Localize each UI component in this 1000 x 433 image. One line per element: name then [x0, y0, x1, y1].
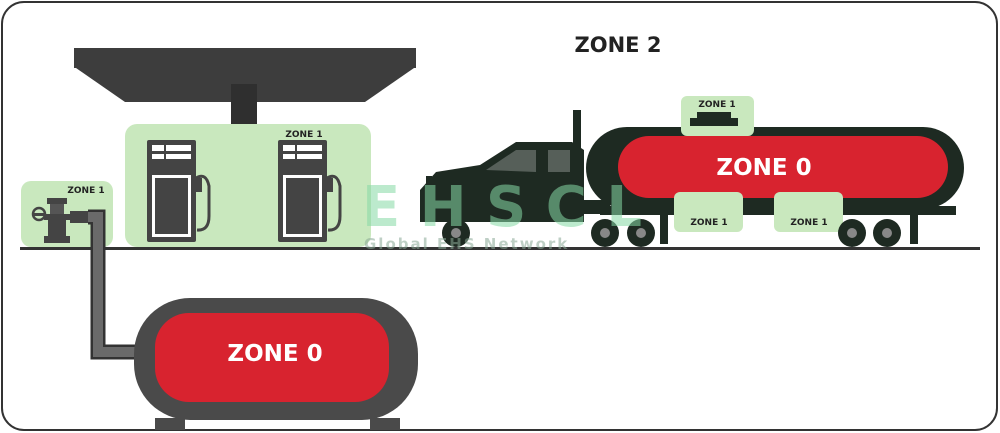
truck-wheels — [442, 219, 901, 247]
tanker-tank-zone-0 — [618, 136, 948, 198]
zone-2-label: ZONE 2 — [575, 33, 662, 57]
tanker-tank-zone-0-label: ZONE 0 — [716, 155, 811, 181]
fuel-pump-left — [147, 140, 211, 242]
tanker-hatch — [690, 118, 738, 126]
tanker-valve-left-zone-1-area — [674, 192, 743, 232]
tanker-valve-left-zone-1-label: ZONE 1 — [690, 218, 727, 228]
fuel-pump-right — [278, 140, 342, 242]
tanker-valve-right-zone-1-area — [774, 192, 843, 232]
underground-pipe — [88, 212, 140, 357]
valve-zone-1-label: ZONE 1 — [67, 186, 104, 196]
tank-leg-left — [155, 418, 185, 430]
canopy-roof — [74, 48, 416, 68]
dispenser-zone-1-label: ZONE 1 — [285, 130, 322, 140]
underground-tank-zone-0-label: ZONE 0 — [227, 341, 322, 367]
tank-leg-right — [370, 418, 400, 430]
ground-line — [20, 247, 980, 250]
watermark-tagline: Global EHS Network — [364, 235, 569, 253]
underground-tank-zone-0 — [155, 313, 389, 402]
valve-assembly — [31, 198, 92, 243]
tanker-valve-right-zone-1-label: ZONE 1 — [790, 218, 827, 228]
tanker-hatch-zone-1-label: ZONE 1 — [698, 100, 735, 110]
truck-cab — [420, 110, 610, 222]
